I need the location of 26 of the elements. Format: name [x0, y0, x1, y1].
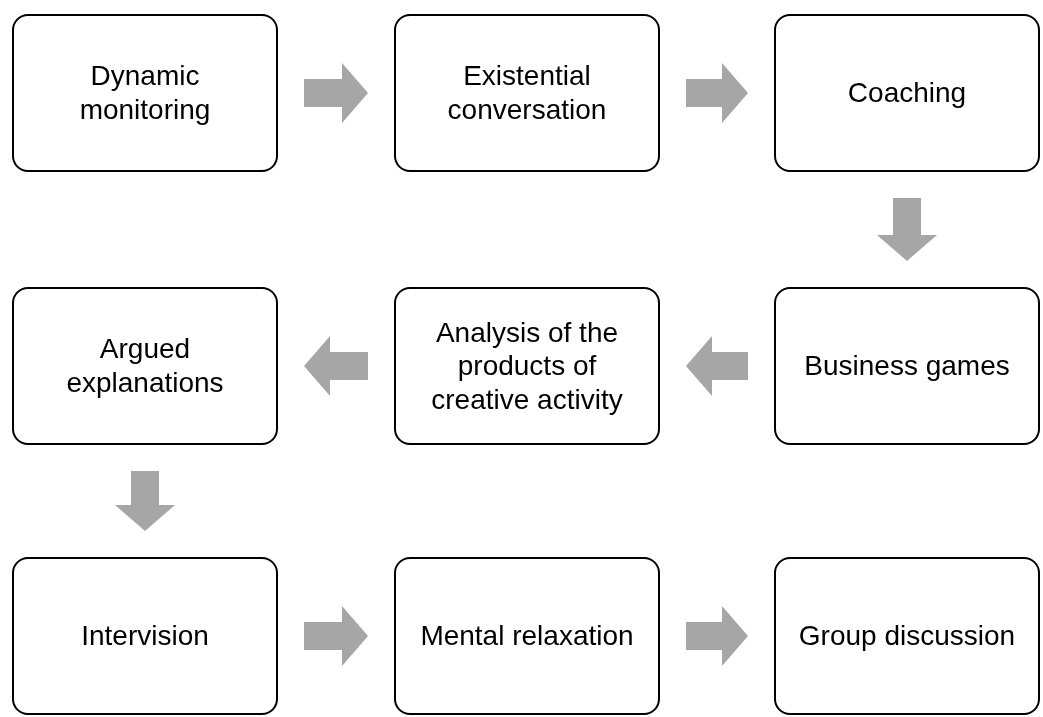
block-arrow: [115, 471, 175, 531]
process-box: [774, 557, 1040, 715]
box-label: Argued explanations: [65, 332, 225, 400]
block-arrow: [304, 63, 368, 123]
process-box: [12, 557, 278, 715]
box-label: Mental relaxation: [420, 619, 634, 653]
process-box: [12, 287, 278, 445]
box-label: Intervision: [81, 619, 209, 653]
box-label: Existential conversation: [446, 59, 608, 127]
block-arrow: [686, 63, 748, 123]
box-label: Coaching: [847, 76, 967, 110]
block-arrow: [686, 606, 748, 666]
process-box: [394, 287, 660, 445]
process-box: [774, 14, 1040, 172]
box-label: Group discussion: [798, 619, 1016, 653]
process-box: [394, 14, 660, 172]
block-arrow: [686, 336, 748, 396]
process-box: [774, 287, 1040, 445]
process-box: [394, 557, 660, 715]
process-box: [12, 14, 278, 172]
block-arrow: [877, 198, 937, 261]
block-arrow: [304, 336, 368, 396]
box-label: Analysis of the products of creative activity: [430, 315, 624, 417]
box-label: Business games: [804, 349, 1010, 383]
box-label: Dynamic monitoring: [78, 59, 212, 127]
block-arrow: [304, 606, 368, 666]
